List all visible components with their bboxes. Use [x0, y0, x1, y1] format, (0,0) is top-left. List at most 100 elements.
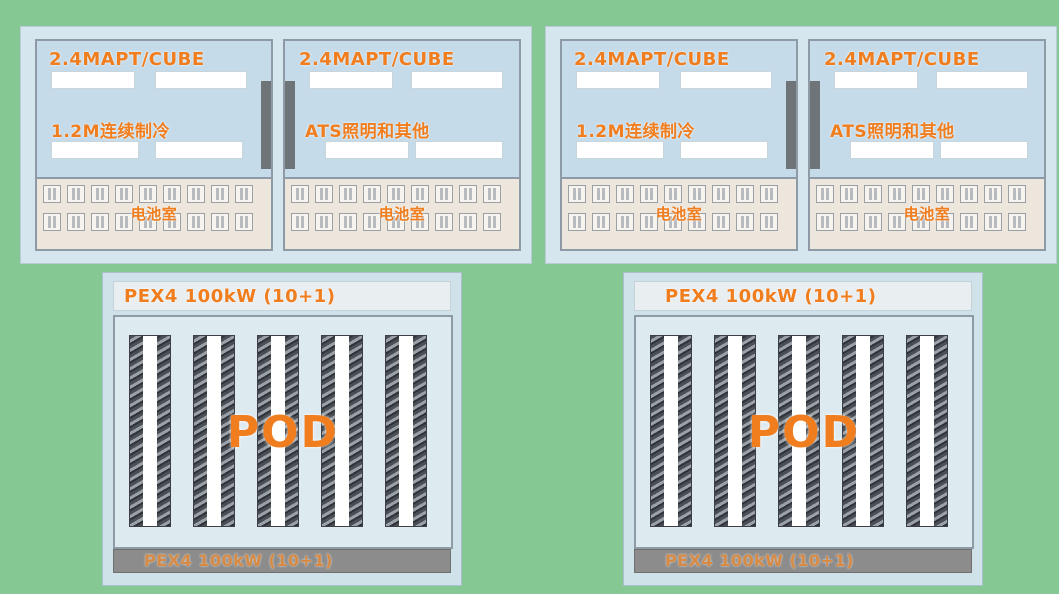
pod-area[interactable]: POD [634, 315, 974, 549]
battery-cell [984, 185, 1002, 203]
battery-cell [984, 213, 1002, 231]
battery-cell [568, 213, 586, 231]
battery-cell [568, 185, 586, 203]
equipment-bar [155, 141, 243, 159]
battery-cells [43, 185, 265, 241]
pdu-top-label: PEX4 100kW (10+1) [124, 286, 336, 307]
cold-aisle [207, 336, 221, 526]
battery-cell [139, 185, 157, 203]
room-ats[interactable]: 2.4MAPT/CUBE ATS照明和其他 [808, 39, 1046, 251]
battery-cell [936, 213, 954, 231]
cold-aisle [664, 336, 678, 526]
battery-cell [664, 185, 682, 203]
equipment-bar [411, 71, 503, 89]
rack-row [842, 335, 884, 527]
equipment-bar [51, 141, 139, 159]
pdu-top[interactable]: PEX4 100kW (10+1) [634, 281, 972, 311]
battery-cell [339, 213, 357, 231]
cabinet-strip [786, 81, 796, 169]
battery-cell [616, 185, 634, 203]
battery-cell [163, 213, 181, 231]
equipment-bar [680, 141, 768, 159]
battery-cell [91, 185, 109, 203]
rack-row [778, 335, 820, 527]
pod-area[interactable]: POD [113, 315, 453, 549]
pod-label: POD [747, 407, 861, 458]
battery-cell [712, 185, 730, 203]
rack-row [257, 335, 299, 527]
equipment-bar [936, 71, 1028, 89]
battery-cells [568, 185, 790, 241]
battery-cell [235, 185, 253, 203]
cold-aisle [728, 336, 742, 526]
battery-cell [888, 213, 906, 231]
battery-cell [816, 213, 834, 231]
battery-room-label: 电池室 [378, 205, 426, 223]
battery-cell [435, 213, 453, 231]
equipment-bar [940, 141, 1028, 159]
battery-cell [411, 185, 429, 203]
battery-cell [363, 185, 381, 203]
battery-cell [435, 185, 453, 203]
equipment-bar [834, 71, 918, 89]
battery-cell [864, 185, 882, 203]
battery-cell [640, 185, 658, 203]
battery-cell [840, 213, 858, 231]
battery-cell [115, 185, 133, 203]
cold-aisle [143, 336, 157, 526]
battery-cell [411, 213, 429, 231]
room-ats[interactable]: 2.4MAPT/CUBE ATS照明和其他 [283, 39, 521, 251]
equipment-bar [576, 71, 660, 89]
battery-cell [912, 213, 930, 231]
pdu-bottom[interactable]: PEX4 100kW (10+1) [113, 549, 451, 573]
battery-cell [163, 185, 181, 203]
battery-cell [1008, 213, 1026, 231]
pod-label: POD [226, 407, 340, 458]
equipment-bar [415, 141, 503, 159]
battery-cell [291, 213, 309, 231]
battery-cell [187, 213, 205, 231]
battery-cell [888, 185, 906, 203]
battery-cell [139, 213, 157, 231]
battery-cell [339, 185, 357, 203]
battery-room[interactable]: 电池室 [285, 177, 519, 249]
battery-cells [816, 185, 1038, 241]
rack-row [129, 335, 171, 527]
cold-aisle [271, 336, 285, 526]
pdu-top[interactable]: PEX4 100kW (10+1) [113, 281, 451, 311]
battery-cell [912, 185, 930, 203]
rack-row [906, 335, 948, 527]
battery-room[interactable]: 电池室 [810, 177, 1044, 249]
pod-block: PEX4 100kW (10+1) POD PEX4 100kW (10+1) [102, 272, 462, 586]
cabinet-strip [261, 81, 271, 169]
battery-room-label: 电池室 [655, 205, 703, 223]
battery-cell [211, 185, 229, 203]
cooling-label: 1.2M连续制冷 [51, 122, 171, 142]
equipment-bar [576, 141, 664, 159]
cold-aisle [399, 336, 413, 526]
battery-room[interactable]: 电池室 [37, 177, 271, 249]
ats-label: ATS照明和其他 [305, 122, 430, 142]
battery-cell [864, 213, 882, 231]
room-cooling[interactable]: 2.4MAPT/CUBE 1.2M连续制冷 [560, 39, 798, 251]
pdu-bottom[interactable]: PEX4 100kW (10+1) [634, 549, 972, 573]
pod-block: PEX4 100kW (10+1) POD PEX4 100kW (10+1) [623, 272, 983, 586]
apt-cube-label: 2.4MAPT/CUBE [49, 49, 205, 70]
equipment-bar [309, 71, 393, 89]
battery-cell [43, 213, 61, 231]
cold-aisle [792, 336, 806, 526]
room-cooling[interactable]: 2.4MAPT/CUBE 1.2M连续制冷 [35, 39, 273, 251]
battery-cell [960, 185, 978, 203]
battery-cell [736, 185, 754, 203]
rack-row [321, 335, 363, 527]
battery-cell [291, 185, 309, 203]
apt-cube-label: 2.4MAPT/CUBE [299, 49, 455, 70]
rack-row [385, 335, 427, 527]
battery-cell [187, 185, 205, 203]
battery-room[interactable]: 电池室 [562, 177, 796, 249]
battery-cell [760, 213, 778, 231]
battery-cell [91, 213, 109, 231]
battery-cell [592, 213, 610, 231]
battery-cell [712, 213, 730, 231]
equipment-bar [680, 71, 772, 89]
